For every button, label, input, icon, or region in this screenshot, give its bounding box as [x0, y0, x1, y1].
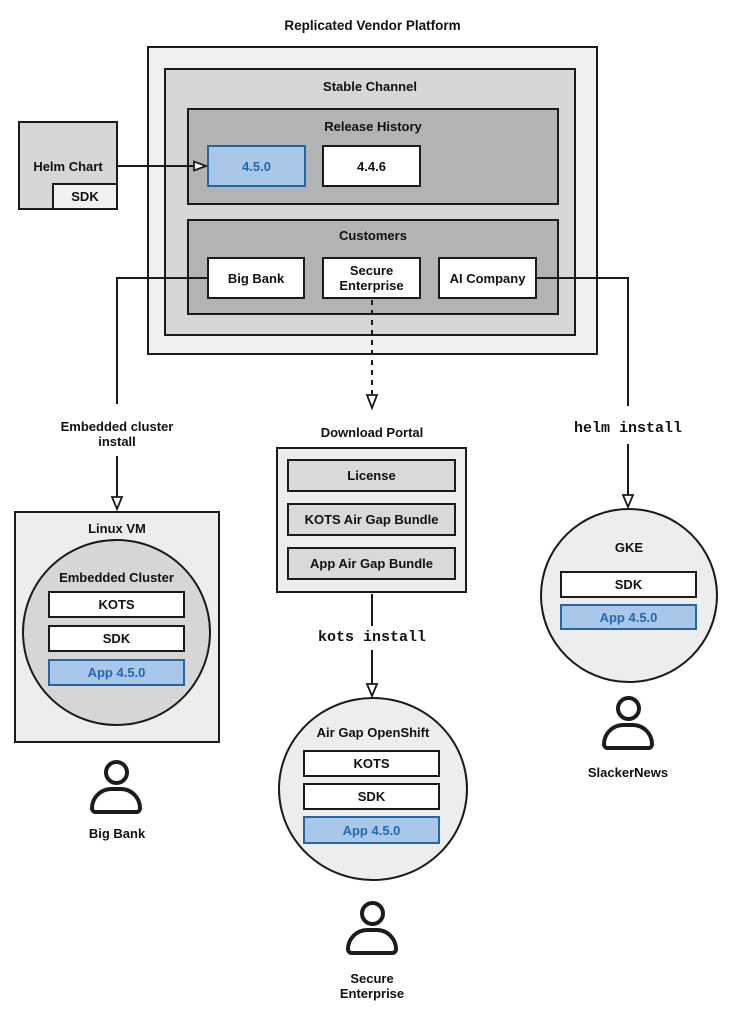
stable-channel-label: Stable Channel: [323, 79, 417, 94]
portal-license: License: [287, 459, 456, 492]
airgap-openshift-label: Air Gap OpenShift: [316, 725, 430, 740]
airgap-kots: KOTS: [303, 750, 440, 777]
embedded-install-label: Embedded cluster install: [60, 419, 174, 449]
portal-app-bundle: App Air Gap Bundle: [287, 547, 456, 580]
user-head-icon: [103, 760, 129, 785]
portal-kots-bundle: KOTS Air Gap Bundle: [287, 503, 456, 536]
embedded-kots: KOTS: [48, 591, 185, 618]
customer-ai-company: AI Company: [438, 257, 537, 299]
gke-sdk: SDK: [560, 571, 697, 598]
linux-vm-label: Linux VM: [88, 521, 146, 536]
user-head-icon: [615, 696, 641, 721]
user-body-icon: [90, 787, 142, 814]
arrowhead-down-icon: [621, 494, 635, 510]
download-portal-label: Download Portal: [320, 425, 424, 440]
airgap-sdk: SDK: [303, 783, 440, 810]
embedded-cluster-label: Embedded Cluster: [59, 570, 174, 585]
helm-chart-label: Helm Chart: [33, 159, 103, 174]
customer-big-bank: Big Bank: [207, 257, 305, 299]
arrowhead-down-icon: [365, 683, 379, 699]
airgap-app: App 4.5.0: [303, 816, 440, 844]
secure-enterprise-user-icon: [344, 901, 400, 955]
embedded-sdk: SDK: [48, 625, 185, 652]
user-body-icon: [346, 928, 398, 955]
embedded-app: App 4.5.0: [48, 659, 185, 686]
gke-app: App 4.5.0: [560, 604, 697, 630]
user-head-icon: [359, 901, 385, 926]
release-4-5-0: 4.5.0: [207, 145, 306, 187]
gke-label: GKE: [614, 540, 644, 555]
customer-secure-enterprise: Secure Enterprise: [322, 257, 421, 299]
diagram-title: Replicated Vendor Platform: [284, 18, 461, 33]
arrowhead-down-icon: [110, 496, 124, 512]
release-4-4-6: 4.4.6: [322, 145, 421, 187]
release-history-label: Release History: [324, 119, 422, 134]
helm-chart-sdk: SDK: [52, 183, 118, 210]
slackernews-persona-label: SlackerNews: [587, 765, 669, 780]
user-body-icon: [602, 723, 654, 750]
arrowhead-down-icon: [365, 394, 379, 411]
big-bank-user-icon: [88, 760, 144, 814]
helm-install-command: helm install: [573, 420, 683, 437]
kots-install-command: kots install: [317, 629, 427, 646]
secure-enterprise-persona-label: Secure Enterprise: [339, 971, 405, 1001]
slackernews-user-icon: [600, 696, 656, 750]
big-bank-persona-label: Big Bank: [88, 826, 146, 841]
customers-label: Customers: [339, 228, 407, 243]
